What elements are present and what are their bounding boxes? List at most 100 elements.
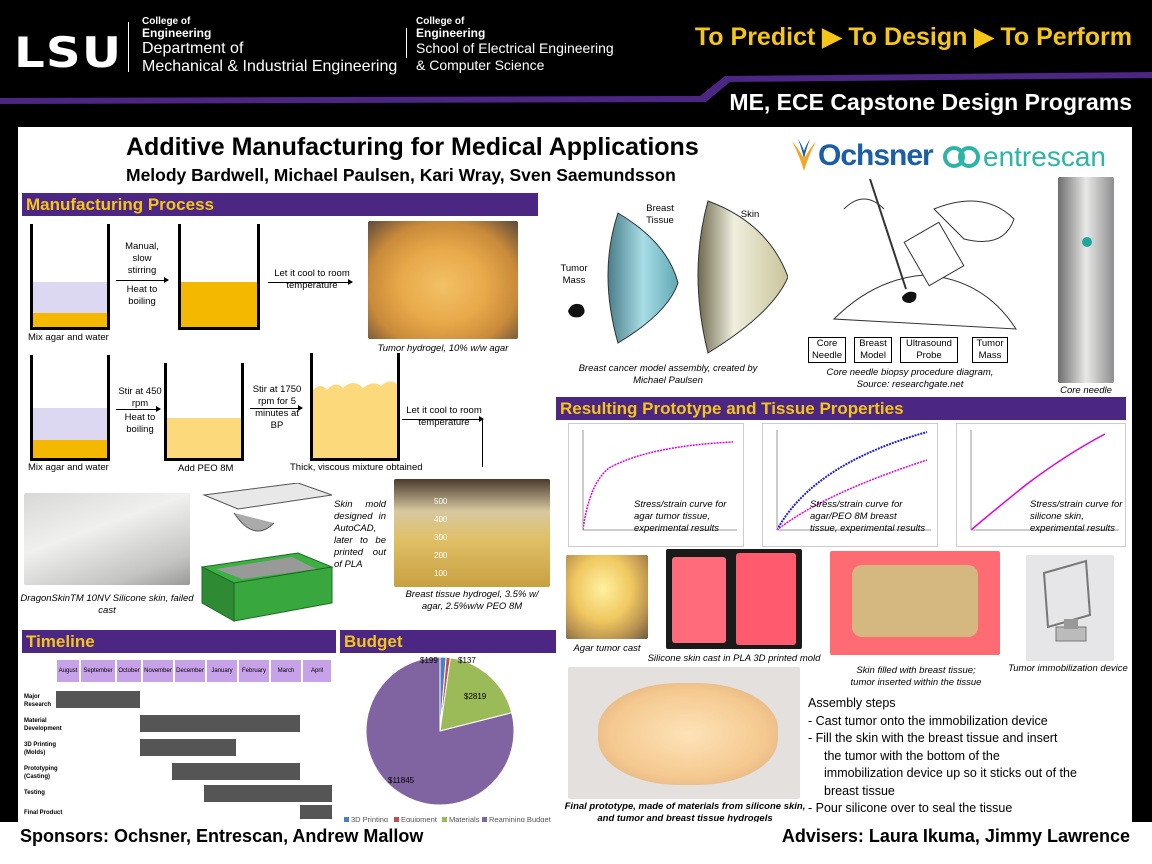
assembly-step: - Cast tumor onto the immobilization dev… — [808, 713, 1048, 728]
label-add-peo: Add PEO 8M — [178, 463, 234, 474]
tumor-hydrogel-photo — [368, 221, 518, 339]
task-label: Major Research — [24, 694, 52, 708]
biopsy-diagram — [832, 179, 1017, 330]
needle-button-icon — [1082, 237, 1092, 247]
legend-entry: Materials — [449, 815, 480, 824]
label-cool-room-temp-2: Let it cool to room temperature — [406, 405, 482, 428]
month-header: October — [116, 659, 142, 683]
gantt-bar — [56, 691, 140, 708]
assembly-step: breast tissue — [824, 783, 895, 798]
sponsors: Sponsors: Ochsner, Entrescan, Andrew Mal… — [20, 826, 424, 846]
month-header: February — [238, 659, 270, 683]
ochsner-mark-icon — [792, 139, 816, 171]
beaker-agar-water-1 — [30, 224, 110, 330]
agar-tumor-cast-photo — [566, 555, 648, 639]
gantt-header: August September October November Decemb… — [56, 659, 332, 683]
caption-dragonskin: DragonSkinTM 10NV Silicone skin, failed … — [20, 593, 194, 616]
tagline: To Predict ▶ To Design ▶ To Perform — [694, 23, 1132, 51]
skin-mold-cad — [200, 483, 334, 622]
divider — [406, 28, 407, 58]
pie-slice-materials — [439, 657, 513, 732]
assembly-step: immobilization device up so it sticks ou… — [824, 766, 1077, 780]
month-header: August — [56, 659, 80, 683]
gantt-bar — [140, 715, 300, 732]
poster-panel: Additive Manufacturing for Medical Appli… — [18, 127, 1132, 824]
pie-data-label: $2819 — [464, 692, 487, 701]
label-thick-mixture: Thick, viscous mixture obtained — [290, 462, 423, 473]
gantt-bar — [204, 785, 332, 802]
core-needle-photo — [1058, 177, 1114, 383]
engineering-label: Engineering — [416, 26, 486, 40]
gantt-chart: August September October November Decemb… — [24, 659, 334, 819]
beaker-agar-water-2 — [30, 355, 110, 461]
label-stir-450: Stir at 450 rpm — [118, 386, 162, 409]
assembly-step: - Pour silicone over to seal the tissue — [808, 801, 1013, 815]
ochsner-text: Ochsner — [818, 139, 934, 172]
caption-final-prototype: Final prototype, made of materials from … — [564, 801, 806, 824]
label-skin: Skin — [740, 209, 760, 220]
beaker-heated-agar — [178, 224, 260, 330]
label-mix-agar-water: Mix agar and water — [28, 462, 109, 473]
footer-bar: Sponsors: Ochsner, Entrescan, Andrew Mal… — [0, 822, 1152, 864]
college-block-ece: College of Engineering School of Electri… — [416, 16, 614, 74]
section-heading-results: Resulting Prototype and Tissue Propertie… — [556, 397, 1126, 420]
month-header: November — [142, 659, 174, 683]
advisers: Advisers: Laura Ikuma, Jimmy Lawrence — [781, 826, 1130, 846]
college-label: College of — [142, 16, 191, 27]
task-label: Material Development — [24, 718, 62, 732]
section-heading-manufacturing: Manufacturing Process — [22, 193, 538, 216]
month-header: April — [302, 659, 332, 683]
stress-strain-chart-skin — [956, 423, 1126, 547]
label-tumor-mass: Tumor Mass — [560, 263, 588, 286]
legend-entry: Reamining Budget — [489, 815, 552, 824]
immobilization-device-photo — [1026, 555, 1114, 661]
arrow-right — [116, 277, 169, 283]
capstone-title: ME, ECE Capstone Design Programs — [729, 89, 1132, 115]
label-ultrasound-probe: Ultrasound Probe — [900, 337, 958, 363]
caption-agar-cast: Agar tumor cast — [573, 643, 641, 654]
task-label: 3D Printing (Molds) — [24, 742, 57, 756]
dept-line1: School of Electrical Engineering — [416, 40, 614, 56]
arrow-right — [250, 405, 303, 411]
month-header: January — [206, 659, 238, 683]
label-tumor-mass-biopsy: Tumor Mass — [972, 337, 1008, 363]
caption-skin-filled: Skin filled with breast tissue; tumor in… — [850, 665, 982, 688]
entrescan-text: entrescan — [983, 141, 1106, 172]
poster-title: Additive Manufacturing for Medical Appli… — [126, 133, 699, 161]
task-label: Prototyping (Casting) — [24, 766, 58, 780]
legend-swatch — [442, 817, 447, 822]
legend-swatch — [344, 817, 349, 822]
purple-swoosh — [0, 72, 1152, 104]
pie-slice-reamining-budget — [365, 656, 515, 806]
label-heat-boiling: Heat to boiling — [124, 412, 156, 435]
beaker-peo — [164, 363, 244, 461]
entrescan-logo: entrescan — [943, 141, 1123, 175]
caption-biopsy: Core needle biopsy procedure diagram, So… — [826, 367, 994, 390]
month-header: September — [80, 659, 116, 683]
legend-entry: 3D Printing — [351, 815, 388, 824]
pie-data-label: $11845 — [388, 776, 415, 785]
caption-immobilization: Tumor immobilization device — [1008, 663, 1128, 674]
engineering-label: Engineering — [142, 26, 212, 40]
label-cool-room-temp: Let it cool to room temperature — [274, 268, 350, 291]
gantt-bar — [140, 739, 236, 756]
assembly-step: - Fill the skin with the breast tissue a… — [808, 731, 1058, 745]
label-core-needle: Core Needle — [808, 337, 846, 363]
legend-swatch — [482, 817, 487, 822]
caption-breast-model: Breast cancer model assembly, created by… — [578, 363, 758, 386]
caption-skin-mold: Skin mold designed in AutoCAD, later to … — [334, 499, 386, 570]
silicone-cast-photo — [666, 549, 802, 649]
college-block-me: College of Engineering Department of Mec… — [142, 16, 397, 76]
arrow-right — [116, 406, 161, 412]
beaker-viscous — [310, 353, 400, 461]
final-prototype-photo — [568, 667, 800, 799]
skin-filled-photo — [830, 551, 1000, 655]
breast-model-diagram — [568, 200, 788, 354]
label-heat-boiling: Heat to boiling — [126, 284, 158, 307]
dept-line2: & Computer Science — [416, 57, 545, 73]
arrow-right — [268, 279, 353, 285]
section-heading-timeline: Timeline — [22, 630, 336, 653]
pie-data-label: $137 — [458, 656, 476, 665]
connector-line — [402, 419, 482, 420]
